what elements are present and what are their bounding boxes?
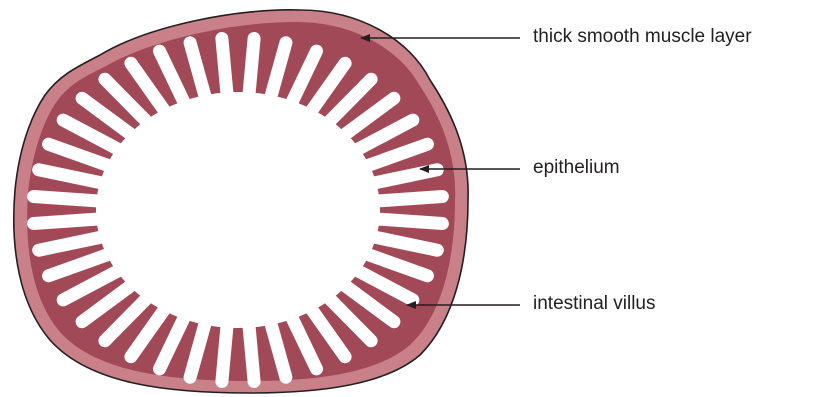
label-epithelium: epithelium <box>533 158 620 177</box>
crypt-channel <box>249 324 254 382</box>
crypt-channel <box>34 219 101 224</box>
crypt-channel <box>34 197 101 202</box>
label-muscle-layer: thick smooth muscle layer <box>533 27 752 46</box>
crypt-channel <box>249 39 254 97</box>
label-intestinal-villus: intestinal villus <box>533 294 656 313</box>
crypt-channel <box>376 197 443 202</box>
intestinal-lumen <box>96 92 380 328</box>
crypt-channel <box>222 39 227 97</box>
crypt-channel <box>222 324 227 382</box>
crypt-channel <box>376 219 443 224</box>
